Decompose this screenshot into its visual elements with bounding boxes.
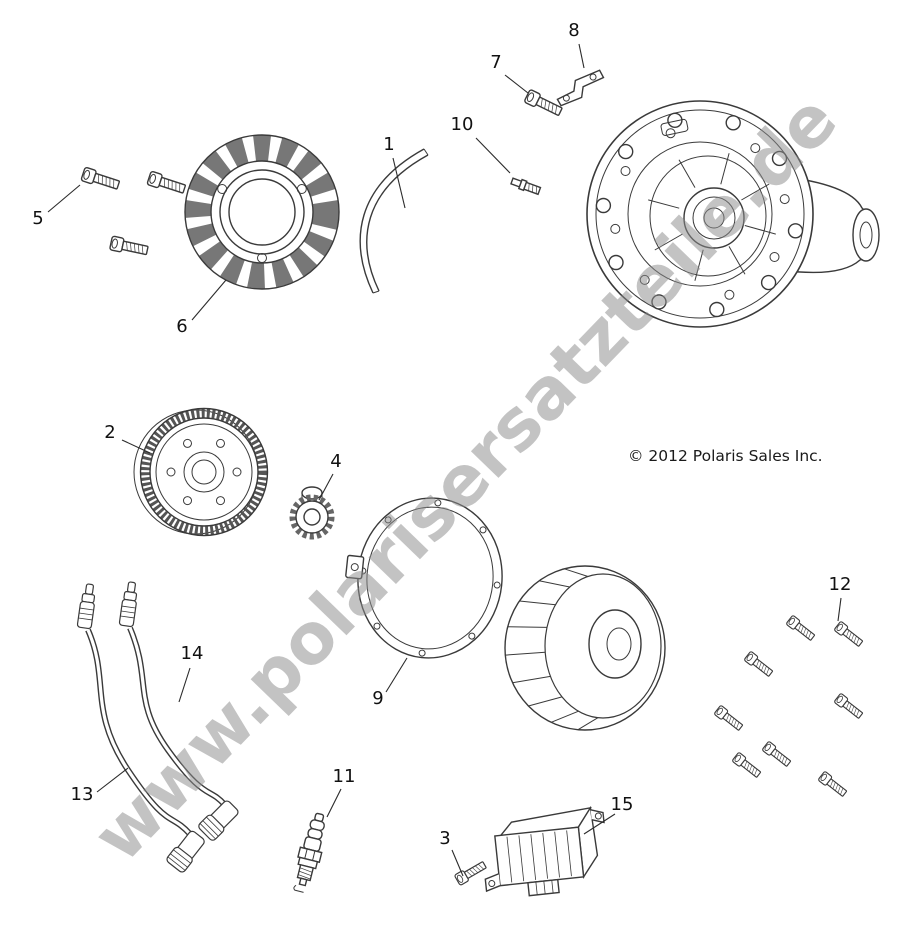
rim-bosses <box>595 112 804 318</box>
part-number-label: 9 <box>372 688 383 709</box>
leader-line <box>191 279 227 321</box>
cover-fins <box>505 568 599 731</box>
leader-line <box>837 597 842 622</box>
part-number-label: 2 <box>104 422 115 443</box>
part-number-label: 11 <box>333 766 356 787</box>
bracket-drawing <box>556 69 605 107</box>
gear-drawing <box>289 486 335 540</box>
part-number-label: 6 <box>176 316 187 337</box>
fitting-drawing <box>510 177 542 196</box>
copyright-text: © 2012 Polaris Sales Inc. <box>628 447 823 465</box>
spark-plug-drawing <box>293 812 325 893</box>
bolt-5-group <box>80 166 188 259</box>
stator-drawing <box>184 134 340 290</box>
leader-line <box>578 43 585 69</box>
leader-line <box>451 849 464 877</box>
part-number-label: 10 <box>451 114 474 135</box>
leader-line <box>96 767 129 793</box>
flywheel-drawing <box>133 407 269 537</box>
rear-cover-drawing <box>504 565 666 731</box>
part-number-label: 15 <box>611 794 634 815</box>
inner-bolt-holes <box>610 128 790 300</box>
part-number-label: 12 <box>829 574 852 595</box>
bolt-7 <box>523 88 565 119</box>
part-number-label: 4 <box>330 451 341 472</box>
leader-line <box>504 74 529 94</box>
part-number-label: 5 <box>32 208 43 229</box>
leader-line <box>326 788 342 818</box>
screw-12-group <box>713 614 865 799</box>
part-number-label: 8 <box>568 20 579 41</box>
leader-line <box>392 157 406 209</box>
spark-plug-wire-14 <box>118 580 242 843</box>
leader-line <box>385 657 408 693</box>
spark-plug-wire-13 <box>76 582 208 875</box>
part-number-label: 1 <box>383 134 394 155</box>
part-number-label: 14 <box>181 643 204 664</box>
part-number-label: 3 <box>439 828 450 849</box>
crankcase-cover-drawing <box>586 100 880 328</box>
gasket-drawing <box>345 497 503 659</box>
leader-line <box>47 184 81 213</box>
leader-line <box>178 667 191 703</box>
leader-line <box>475 137 511 174</box>
ribs <box>648 153 776 281</box>
flywheel-holes <box>166 438 242 506</box>
leader-line <box>318 473 334 501</box>
wire-arc-drawing <box>359 148 429 294</box>
cdi-module-drawing <box>484 805 605 897</box>
leader-line <box>583 813 616 835</box>
part-number-label: 13 <box>71 784 94 805</box>
leader-line <box>121 439 151 454</box>
bolt-3 <box>453 858 489 887</box>
part-number-label: 7 <box>490 52 501 73</box>
